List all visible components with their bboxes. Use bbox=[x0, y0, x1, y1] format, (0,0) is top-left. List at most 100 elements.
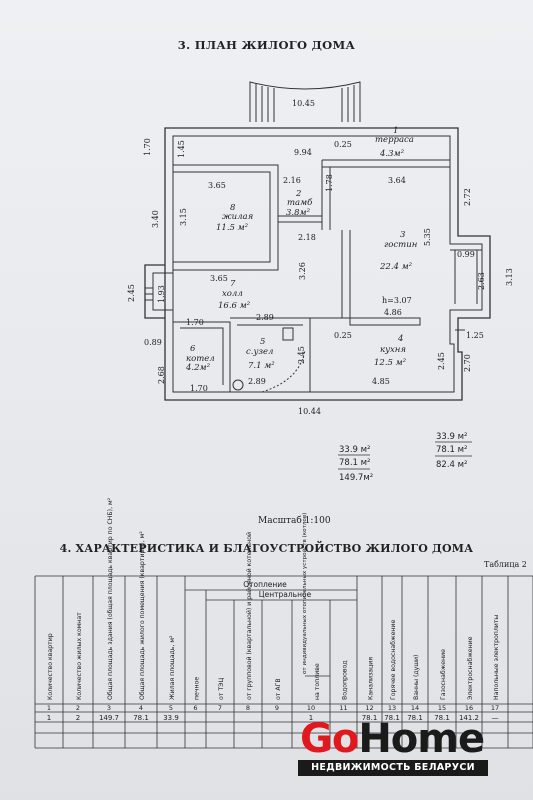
dim: 0.99 bbox=[457, 250, 475, 259]
column-header: Водопровод bbox=[342, 660, 349, 700]
column-header: Жилая площадь, м² bbox=[169, 635, 176, 700]
room-3-name: гостин bbox=[384, 240, 417, 250]
dim: 1.25 bbox=[466, 331, 484, 340]
table-cell: 1 bbox=[309, 714, 313, 722]
brand-home: Home bbox=[358, 716, 485, 762]
dim: 2.68 bbox=[157, 366, 166, 384]
table-cell: 141.2 bbox=[459, 714, 479, 722]
dim: 3.65 bbox=[208, 181, 226, 190]
dim: 2.70 bbox=[463, 354, 472, 372]
table-cell: 149.7 bbox=[99, 714, 119, 722]
dim: 0.89 bbox=[144, 338, 162, 347]
dim: 3.15 bbox=[179, 208, 188, 226]
dim: 2.89 bbox=[248, 377, 266, 386]
column-header: от индивидуальных отопительных устройств… bbox=[301, 513, 308, 674]
column-header: Канализация bbox=[368, 657, 375, 700]
scale-label: Масштаб 1:100 bbox=[258, 516, 331, 526]
brand-go: Go bbox=[300, 716, 359, 762]
column-header: от ТЭЦ bbox=[218, 678, 225, 700]
dim: 0.25 bbox=[334, 140, 352, 149]
dim: 4.86 bbox=[384, 308, 402, 317]
wall-tamb bbox=[321, 160, 331, 230]
sum-left-3: 149.7м² bbox=[339, 473, 373, 483]
brand-wordmark: GoHome bbox=[300, 716, 485, 762]
room-5-area: 7.1 м² bbox=[248, 361, 275, 371]
sum-right-2: 78.1 м² bbox=[436, 445, 467, 455]
wall-bedroom bbox=[173, 164, 279, 271]
dim: 10.45 bbox=[292, 99, 315, 108]
room-5-number: 5 bbox=[260, 337, 265, 347]
dim: 2.72 bbox=[463, 188, 472, 206]
room-3-number: 3 bbox=[400, 230, 405, 240]
column-number: 17 bbox=[491, 704, 499, 712]
section-title: 4. ХАРАКТЕРИСТИКА И БЛАГОУСТРОЙСТВО ЖИЛО… bbox=[59, 542, 474, 555]
room-6-name: котел bbox=[186, 354, 215, 364]
room-1-area: 4.3м² bbox=[379, 149, 405, 159]
column-number: 13 bbox=[388, 704, 396, 712]
column-header: от АГВ bbox=[275, 678, 282, 700]
dim: 1.93 bbox=[157, 285, 166, 303]
column-number: 5 bbox=[169, 704, 173, 712]
room-8-name: жилая bbox=[222, 212, 254, 222]
dim: 2.45 bbox=[297, 346, 306, 364]
column-number: 2 bbox=[76, 704, 80, 712]
outer-wall-inner bbox=[172, 135, 483, 393]
room-2-area: 3.8м² bbox=[286, 208, 311, 218]
table-cell: 2 bbox=[76, 714, 80, 722]
dim: 5.35 bbox=[423, 228, 432, 246]
wall-boiler bbox=[173, 321, 231, 392]
column-number: 4 bbox=[139, 704, 143, 712]
column-number: 8 bbox=[246, 704, 250, 712]
dim: 10.44 bbox=[298, 407, 321, 416]
dim: 9.94 bbox=[294, 148, 312, 157]
porch-steps bbox=[255, 84, 355, 122]
room-4-name: кухня bbox=[380, 345, 406, 355]
sum-left-1: 33.9 м² bbox=[339, 445, 370, 455]
outer-wall bbox=[164, 127, 491, 401]
plan-title: 3. ПЛАН ЖИЛОГО ДОМА bbox=[177, 38, 356, 52]
room-4-area: 12.5 м² bbox=[374, 358, 407, 368]
column-header: на топливе bbox=[314, 663, 321, 700]
table-cell: 33.9 bbox=[163, 714, 179, 722]
column-number: 3 bbox=[107, 704, 111, 712]
column-number: 7 bbox=[218, 704, 222, 712]
room-7-number: 7 bbox=[230, 279, 236, 289]
dim: 0.25 bbox=[334, 331, 352, 340]
column-header: Газоснабжение bbox=[439, 649, 447, 700]
column-header: Количество жилых комнат bbox=[76, 612, 83, 700]
dim: 1.70 bbox=[143, 138, 152, 156]
room-7-area: 16.6 м² bbox=[218, 301, 251, 311]
column-number: 11 bbox=[339, 704, 347, 712]
wall-terrace bbox=[322, 159, 450, 168]
dim: 1.78 bbox=[325, 174, 334, 192]
table-cell: 78.1 bbox=[407, 714, 423, 722]
table-label: Таблица 2 bbox=[484, 560, 527, 569]
gohome-watermark: GoHome НЕДВИЖИМОСТЬ БЕЛАРУСИ bbox=[298, 716, 488, 776]
brand-tagline: НЕДВИЖИМОСТЬ БЕЛАРУСИ bbox=[298, 760, 488, 776]
column-header: Электроснабжение bbox=[466, 636, 474, 700]
table-cell: 1 bbox=[47, 714, 51, 722]
dim: 1.45 bbox=[177, 140, 186, 158]
room-1-name: терраса bbox=[375, 135, 414, 145]
table-cell: 78.1 bbox=[434, 714, 450, 722]
table-cell: — bbox=[492, 714, 499, 722]
dim: 1.70 bbox=[186, 318, 204, 327]
dim: 3.64 bbox=[388, 176, 406, 185]
room-6-number: 6 bbox=[190, 344, 196, 354]
dim: 2.63 bbox=[477, 272, 486, 290]
dim: h=3.07 bbox=[382, 296, 412, 305]
dim: 2.16 bbox=[283, 176, 301, 185]
header-central-group: Центральное bbox=[259, 590, 312, 599]
dim: 2.18 bbox=[298, 233, 316, 242]
table-cell: 78.1 bbox=[133, 714, 149, 722]
column-header: Количество квартир bbox=[47, 633, 54, 700]
room-5-name: с.узел bbox=[246, 347, 273, 357]
dim: 1.70 bbox=[190, 384, 208, 393]
column-header: Общая площадь здания (общая площадь квар… bbox=[106, 497, 114, 700]
column-header: Горячее водоснабжение bbox=[389, 620, 397, 700]
dim: 3.40 bbox=[151, 210, 160, 228]
column-header: печное bbox=[194, 677, 201, 700]
dim: 3.13 bbox=[505, 268, 514, 286]
room-8-area: 11.5 м² bbox=[216, 223, 249, 233]
